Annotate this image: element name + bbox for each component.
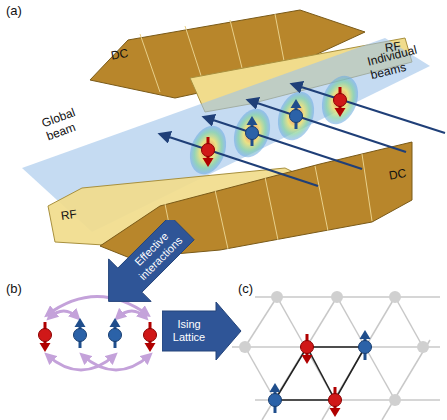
block-arrow: Ising Lattice: [162, 300, 242, 362]
plaquette-outline: [275, 347, 365, 400]
triangular-lattice: [232, 297, 440, 420]
chain-spins: [39, 318, 157, 352]
block-arrow: Effective interactions: [92, 220, 196, 312]
panel-label: (a): [6, 4, 22, 19]
interaction-arcs: [47, 297, 150, 371]
panel-label: (c): [238, 282, 253, 297]
electrode-label: RF: [60, 208, 78, 224]
ions: [202, 87, 347, 167]
ion-halos: [183, 71, 364, 180]
arrow-text: Ising Lattice: [164, 318, 214, 343]
individual-beams: [160, 84, 445, 186]
beam-label: Global beam: [40, 101, 96, 144]
lattice-spins: [269, 330, 372, 417]
panel-label: (b): [6, 282, 22, 297]
